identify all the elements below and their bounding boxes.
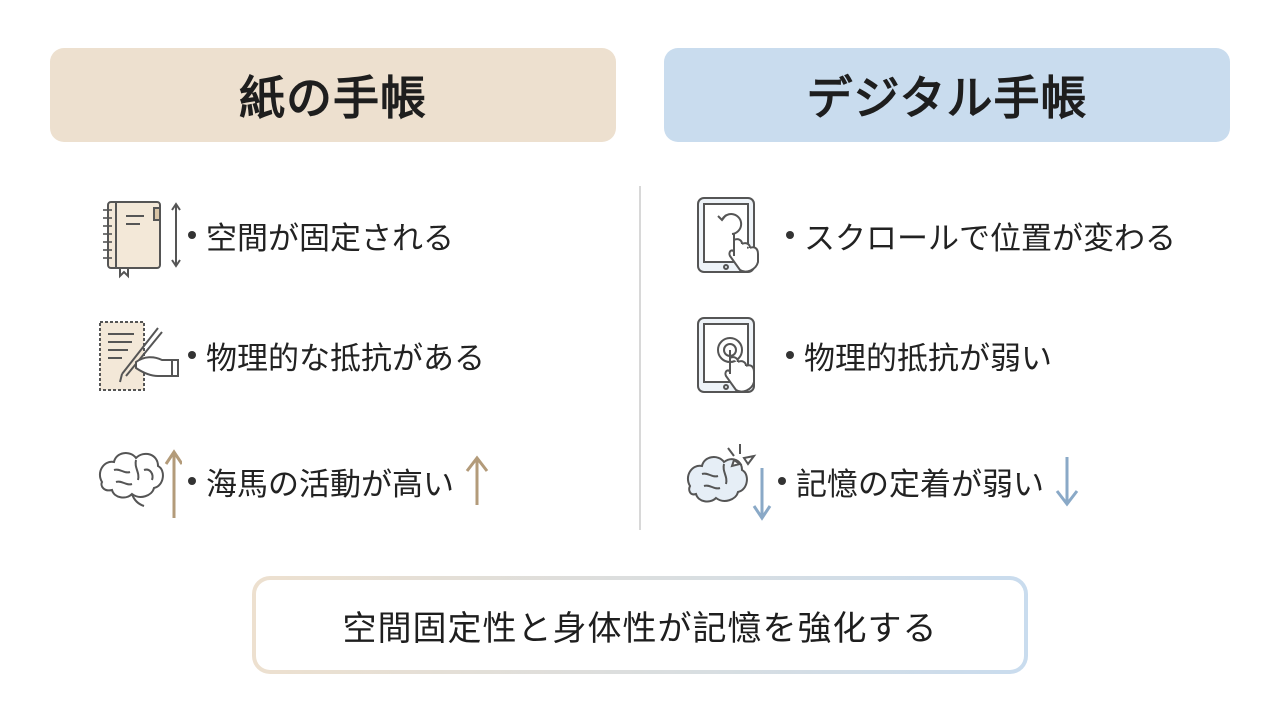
digital-item-text: 記憶の定着が弱い (796, 466, 1044, 503)
paper-item-label: 海馬の活動が高い (182, 459, 454, 504)
paper-item-physical-resistance: 物理的な抵抗がある (92, 310, 485, 400)
writing-hand-icon (92, 310, 182, 400)
digital-planner-title: デジタル手帳 (806, 71, 1088, 125)
tablet-tap-icon (690, 310, 780, 400)
digital-planner-header: デジタル手帳 (664, 48, 1230, 142)
tablet-scroll-icon (690, 190, 780, 280)
down-arrow-icon (1052, 455, 1082, 507)
paper-item-label: 空間が固定される (182, 213, 454, 258)
digital-item-weak-resistance: 物理的抵抗が弱い (690, 310, 1052, 400)
paper-item-text: 空間が固定される (206, 220, 454, 257)
paper-item-label: 物理的な抵抗がある (182, 333, 485, 378)
paper-planner-title: 紙の手帳 (239, 71, 427, 125)
bullet-dot (778, 477, 786, 485)
paper-item-text: 物理的な抵抗がある (206, 340, 485, 377)
summary-text: 空間固定性と身体性が記憶を強化する (342, 608, 938, 649)
bullet-dot (188, 351, 196, 359)
bullet-dot (188, 231, 196, 239)
paper-planner-header: 紙の手帳 (50, 48, 616, 142)
summary-inner: 空間固定性と身体性が記憶を強化する (256, 580, 1024, 670)
digital-item-label: スクロールで位置が変わる (780, 213, 1176, 258)
digital-item-text: 物理的抵抗が弱い (804, 340, 1052, 377)
bullet-dot (786, 231, 794, 239)
paper-item-space-fixed: 空間が固定される (92, 190, 454, 280)
digital-item-text: スクロールで位置が変わる (804, 220, 1176, 257)
summary-box: 空間固定性と身体性が記憶を強化する (252, 576, 1028, 674)
bullet-dot (188, 477, 196, 485)
brain-up-icon (92, 436, 182, 526)
paper-item-text: 海馬の活動が高い (206, 466, 454, 503)
digital-item-label: 記憶の定着が弱い (772, 459, 1044, 504)
digital-item-memory-retention: 記憶の定着が弱い (682, 436, 1082, 526)
paper-item-hippocampus: 海馬の活動が高い (92, 436, 492, 526)
digital-item-label: 物理的抵抗が弱い (780, 333, 1052, 378)
notebook-icon (92, 190, 182, 280)
digital-item-scroll-position: スクロールで位置が変わる (690, 190, 1176, 280)
bullet-dot (786, 351, 794, 359)
brain-down-icon (682, 436, 772, 526)
up-arrow-icon (462, 455, 492, 507)
column-divider (639, 186, 641, 530)
